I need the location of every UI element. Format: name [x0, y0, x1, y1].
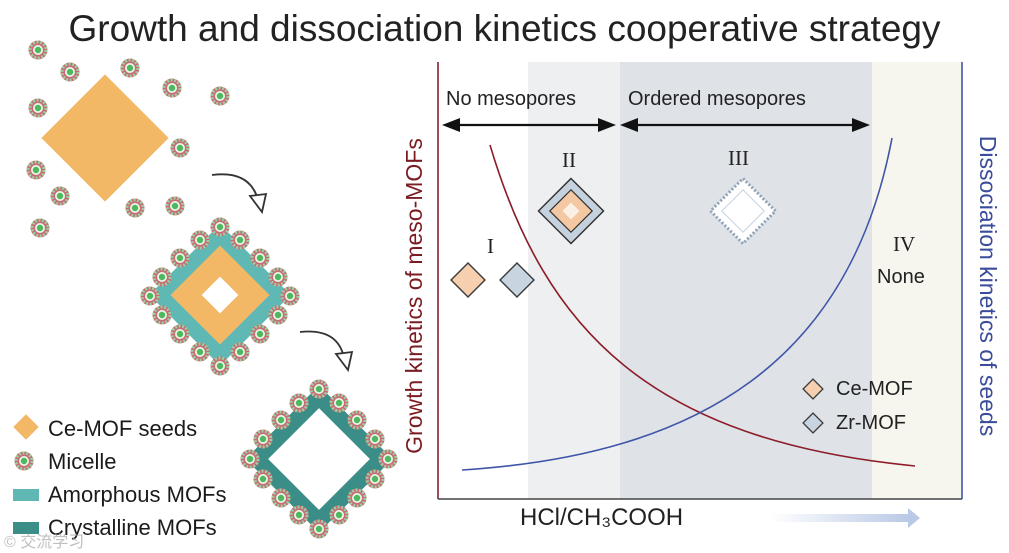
ce-mof-seed-large	[41, 74, 169, 202]
ce-mof-diamond-icon	[802, 378, 824, 400]
stage-seed-group	[25, 39, 231, 239]
zr-mof-diamond-icon	[802, 412, 824, 434]
region-iv-text: None	[877, 266, 925, 288]
legend: Ce-MOF seeds Micelle Amorphous MOFs Crys…	[12, 412, 227, 544]
region-marker-ii: II	[562, 148, 576, 172]
region-label-no-mesopores: No mesopores	[446, 88, 577, 110]
x-axis-arrow-icon	[770, 508, 920, 528]
chart-legend: Ce-MOF Zr-MOF	[800, 372, 913, 440]
region-marker-i: I	[487, 234, 494, 258]
curved-arrow-icon	[211, 173, 268, 215]
double-arrow-icon	[620, 118, 870, 132]
amorphous-swatch	[13, 489, 39, 501]
ce-mof-seed-icon	[13, 414, 39, 440]
dissociation-kinetics-curve	[461, 137, 893, 471]
region-marker-iv: IV	[893, 232, 916, 256]
y-axis-label-left: Growth kinetics of meso-MOFs	[401, 138, 427, 454]
stage-crystalline-group	[239, 378, 399, 540]
region-marker-iii: III	[728, 146, 749, 170]
curved-arrow-icon	[299, 330, 354, 373]
double-arrow-icon	[442, 118, 616, 132]
legend-label: Ce-MOF seeds	[48, 415, 198, 441]
legend-label: Crystalline MOFs	[48, 514, 217, 540]
zr-mof-diamond-icon	[499, 262, 535, 298]
chart-legend-item: Ce-MOF	[800, 372, 913, 406]
legend-item: Ce-MOF seeds	[12, 412, 227, 445]
stage-amorphous-group	[139, 216, 301, 377]
chart-legend-item: Zr-MOF	[800, 406, 913, 440]
legend-item: Micelle	[12, 445, 227, 478]
legend-item: Amorphous MOFs	[12, 478, 227, 511]
chart-legend-label: Zr-MOF	[836, 411, 906, 434]
ce-mof-diamond-icon	[450, 262, 486, 298]
region-label-ordered-mesopores: Ordered mesopores	[628, 88, 806, 110]
growth-kinetics-curve	[489, 144, 916, 467]
plot-area	[437, 62, 963, 500]
crystalline-swatch	[13, 522, 39, 534]
watermark: © 交流学习	[4, 534, 85, 551]
layered-mof-icon	[537, 177, 605, 245]
y-axis-label-right: Dissociation kinetics of seeds	[975, 135, 1001, 437]
mesoporous-mof-icon	[708, 176, 778, 246]
legend-label: Amorphous MOFs	[48, 481, 227, 507]
legend-label: Micelle	[48, 448, 117, 474]
legend-swatches	[13, 414, 39, 534]
chart-legend-label: Ce-MOF	[836, 377, 913, 400]
x-axis-label: HCl/CH₃COOH	[520, 504, 684, 531]
legend-item: Crystalline MOFs	[12, 511, 227, 544]
page-title: Growth and dissociation kinetics coopera…	[68, 8, 941, 49]
